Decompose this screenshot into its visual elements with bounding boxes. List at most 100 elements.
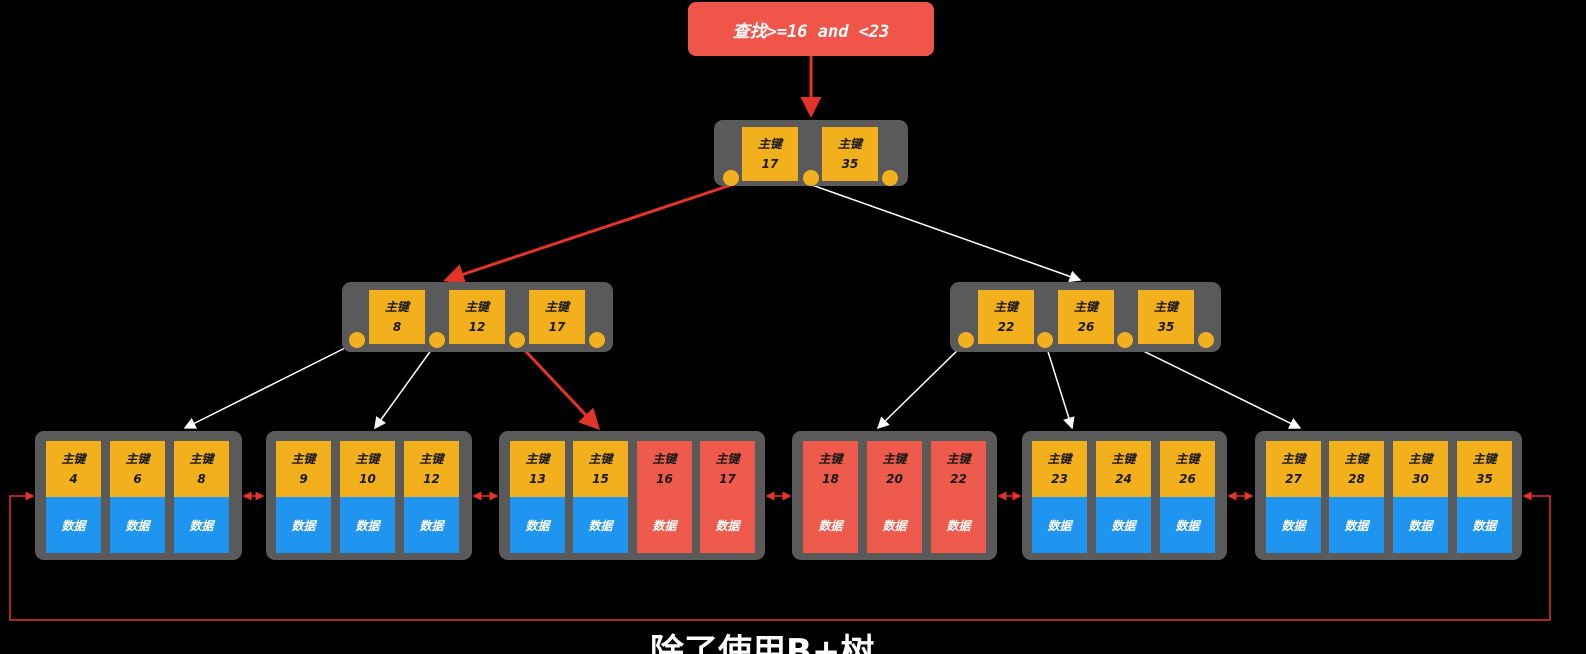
- pointer-dot: [1037, 332, 1053, 348]
- data-cell: 数据: [404, 497, 459, 553]
- key-label: 主键: [464, 300, 489, 314]
- key-value: 23: [1051, 472, 1068, 486]
- data-cell: 数据: [573, 497, 628, 553]
- int-r-arrow-3: [1124, 341, 1302, 429]
- data-cell-matched: 数据: [637, 497, 692, 553]
- int-r-arrow-1: [876, 341, 967, 430]
- key-value: 22: [997, 320, 1015, 334]
- data-cell: 数据: [110, 497, 165, 553]
- key-value: 20: [886, 472, 903, 486]
- key-value: 17: [761, 157, 779, 171]
- key-value: 18: [822, 472, 839, 486]
- data-cell-matched: 数据: [867, 497, 922, 553]
- key-value: 26: [1179, 472, 1196, 486]
- internal-node-left: 主键 8 主键 12 主键 17: [342, 282, 613, 352]
- key-cell: 主键 10: [340, 441, 395, 497]
- int-l-arrow-2: [374, 341, 438, 430]
- key-label: 主键: [837, 137, 862, 151]
- key-label: 主键: [1153, 300, 1178, 314]
- key-label: 主键: [61, 452, 86, 466]
- key-cell: 主键 9: [276, 441, 331, 497]
- key-label: 主键: [1047, 452, 1072, 466]
- key-value: 13: [529, 472, 546, 486]
- data-cell: 数据: [276, 497, 331, 553]
- key-value: 4: [69, 472, 78, 486]
- key-cell: 主键 17: [742, 127, 798, 181]
- key-value: 6: [133, 472, 142, 486]
- pointer-dot: [349, 332, 365, 348]
- data-cell: 数据: [1393, 497, 1448, 553]
- key-value: 26: [1077, 320, 1095, 334]
- key-label: 主键: [384, 300, 409, 314]
- key-value: 35: [1476, 472, 1493, 486]
- key-label: 主键: [355, 452, 380, 466]
- key-cell: 主键 22: [978, 290, 1034, 344]
- data-cell: 数据: [1032, 497, 1087, 553]
- key-value: 17: [719, 472, 736, 486]
- key-value: 28: [1348, 472, 1365, 486]
- key-value: 22: [950, 472, 967, 486]
- key-label: 主键: [1344, 452, 1369, 466]
- key-label: 主键: [1073, 300, 1098, 314]
- data-cell: 数据: [174, 497, 229, 553]
- key-label: 主键: [946, 452, 971, 466]
- pointer-dot: [509, 332, 525, 348]
- key-value: 17: [548, 320, 566, 334]
- key-label: 主键: [1408, 452, 1433, 466]
- key-cell: 主键 8: [369, 290, 425, 344]
- key-label: 主键: [291, 452, 316, 466]
- key-cell: 主键 35: [1138, 290, 1194, 344]
- key-label: 主键: [652, 452, 677, 466]
- data-cell: 数据: [1457, 497, 1512, 553]
- key-label: 主键: [1175, 452, 1200, 466]
- pointer-dot: [1117, 332, 1133, 348]
- data-cell: 数据: [340, 497, 395, 553]
- key-label: 主键: [882, 452, 907, 466]
- pointer-dot: [1198, 332, 1214, 348]
- root-right-arrow: [811, 184, 1082, 283]
- pointer-dot: [589, 332, 605, 348]
- data-cell: 数据: [46, 497, 101, 553]
- key-cell: 主键 12: [449, 290, 505, 344]
- key-cell: 主键 17: [529, 290, 585, 344]
- key-value: 15: [592, 472, 609, 486]
- key-label: 主键: [757, 137, 782, 151]
- key-value: 30: [1412, 472, 1429, 486]
- data-cell: 数据: [1096, 497, 1151, 553]
- key-label: 主键: [1281, 452, 1306, 466]
- key-label: 主键: [125, 452, 150, 466]
- key-cell: 主键 35: [822, 127, 878, 181]
- root-node: 主键 17 主键 35: [714, 120, 908, 186]
- key-cell: 主键 28: [1329, 441, 1384, 497]
- data-cell: 数据: [1329, 497, 1384, 553]
- key-value: 10: [359, 472, 376, 486]
- data-cell: 数据: [510, 497, 565, 553]
- key-value: 8: [197, 472, 206, 486]
- key-value: 35: [1157, 320, 1175, 334]
- query-box: 查找>=16 and <23: [688, 2, 934, 56]
- key-value: 9: [299, 472, 308, 486]
- key-cell: 主键 23: [1032, 441, 1087, 497]
- pointer-dot: [429, 332, 445, 348]
- leaf-wrap-link: [9, 491, 1551, 621]
- subtitle-caption: 除了使用B+树: [650, 632, 875, 654]
- key-label: 主键: [419, 452, 444, 466]
- key-value: 16: [656, 472, 673, 486]
- key-cell: 主键 26: [1058, 290, 1114, 344]
- int-l-arrow-3: [515, 340, 601, 431]
- pointer-dot: [958, 332, 974, 348]
- key-cell-matched: 主键 20: [867, 441, 922, 497]
- key-cell: 主键 4: [46, 441, 101, 497]
- key-label: 主键: [1111, 452, 1136, 466]
- data-cell: 数据: [1266, 497, 1321, 553]
